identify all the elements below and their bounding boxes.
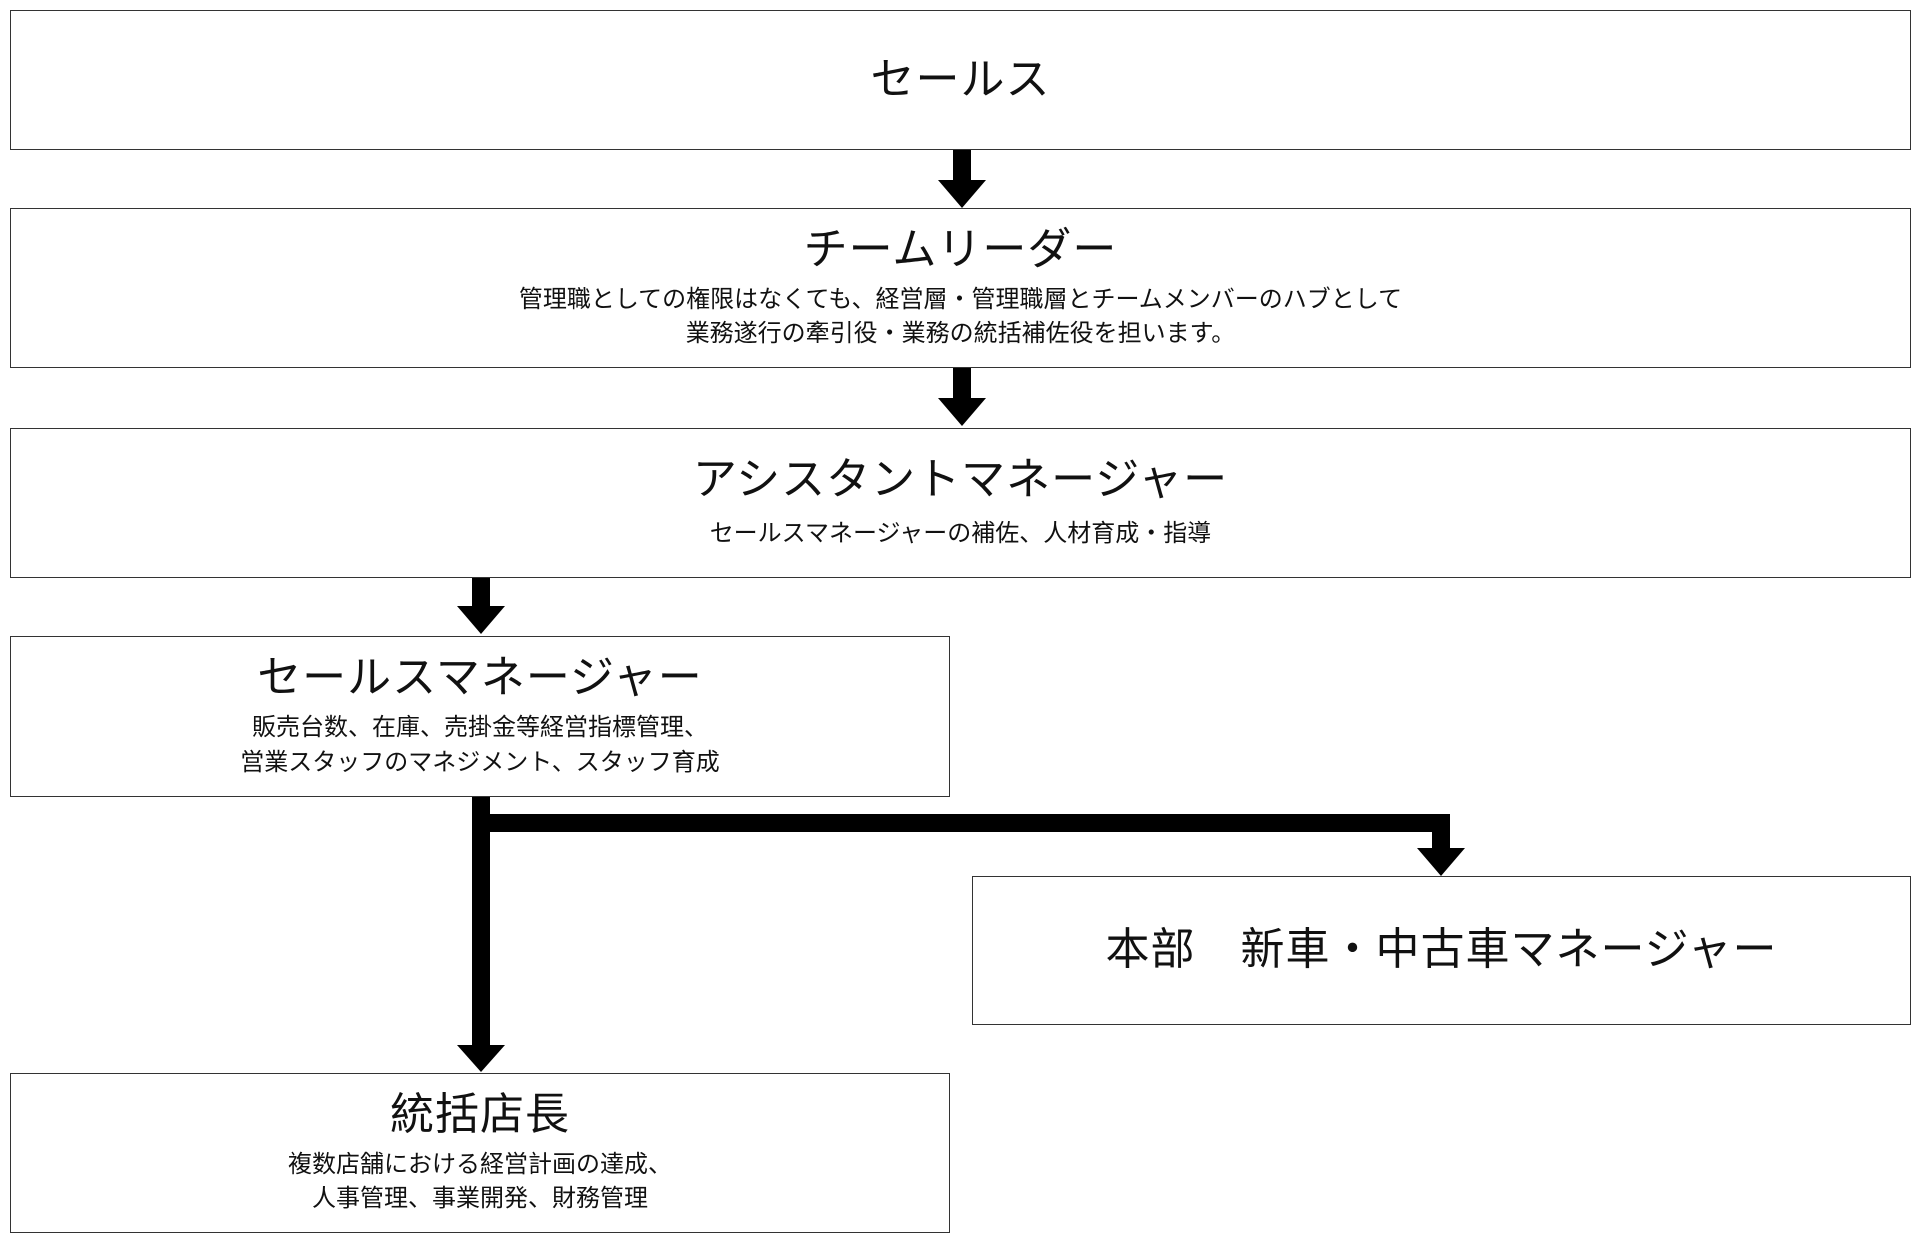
node-team-leader-description: 管理職としての権限はなくても、経営層・管理職層とチームメンバーのハブとして 業務… [519, 282, 1402, 352]
node-team-leader: チームリーダー 管理職としての権限はなくても、経営層・管理職層とチームメンバーの… [10, 208, 1911, 368]
node-assistant-manager: アシスタントマネージャー セールスマネージャーの補佐、人材育成・指導 [10, 428, 1911, 578]
node-hq-manager-title: 本部 新車・中古車マネージャー [1105, 924, 1778, 976]
node-general-store-manager-desc-line-1: 複数店舗における経営計画の達成、 [288, 1149, 672, 1178]
node-sales: セールス [10, 10, 1911, 150]
node-general-store-manager-description: 複数店舗における経営計画の達成、 人事管理、事業開発、財務管理 [288, 1147, 672, 1217]
arrow-sales-manager-to-hq-manager [472, 814, 1465, 876]
node-assistant-manager-title: アシスタントマネージャー [692, 454, 1229, 506]
node-assistant-manager-description: セールスマネージャーの補佐、人材育成・指導 [710, 516, 1212, 551]
arrow-assistant-manager-to-sales-manager [457, 578, 505, 634]
node-team-leader-title: チームリーダー [803, 223, 1118, 275]
node-hq-manager: 本部 新車・中古車マネージャー [972, 876, 1911, 1025]
node-sales-manager: セールスマネージャー 販売台数、在庫、売掛金等経営指標管理、 営業スタッフのマネ… [10, 636, 950, 797]
node-general-store-manager: 統括店長 複数店舗における経営計画の達成、 人事管理、事業開発、財務管理 [10, 1073, 950, 1233]
node-sales-manager-desc-line-2: 営業スタッフのマネジメント、スタッフ育成 [240, 747, 720, 776]
node-assistant-manager-desc-line-1: セールスマネージャーの補佐、人材育成・指導 [709, 518, 1212, 547]
node-general-store-manager-title: 統括店長 [390, 1088, 570, 1140]
node-sales-manager-desc-line-1: 販売台数、在庫、売掛金等経営指標管理、 [252, 713, 708, 741]
node-sales-title: セールス [870, 53, 1051, 105]
node-general-store-manager-desc-line-2: 人事管理、事業開発、財務管理 [312, 1184, 648, 1213]
arrow-team-leader-to-assistant-manager [938, 368, 986, 426]
node-sales-manager-description: 販売台数、在庫、売掛金等経営指標管理、 営業スタッフのマネジメント、スタッフ育成 [240, 710, 720, 780]
node-team-leader-desc-line-2: 業務遂行の牽引役・業務の統括補佐役を担います。 [685, 319, 1236, 348]
arrow-sales-to-team-leader [938, 150, 986, 208]
node-team-leader-desc-line-1: 管理職としての権限はなくても、経営層・管理職層とチームメンバーのハブとして [518, 284, 1403, 313]
arrow-sales-manager-to-general-store-manager [457, 797, 505, 1072]
node-sales-manager-title: セールスマネージャー [257, 652, 703, 704]
